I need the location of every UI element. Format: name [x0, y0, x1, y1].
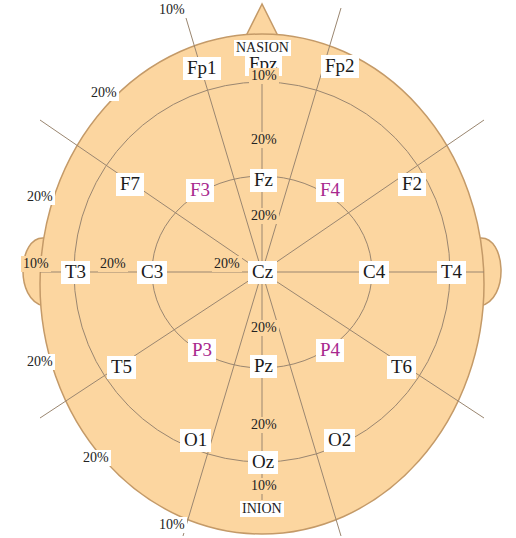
electrode-box: P4 — [316, 339, 344, 362]
distance-label: 20% — [249, 320, 279, 336]
electrode-label: O2 — [328, 429, 351, 450]
electrode-label: Oz — [252, 451, 274, 472]
electrode-box: Fp1 — [183, 57, 221, 80]
radial-lines — [40, 8, 484, 536]
electrode-label: F4 — [320, 179, 340, 200]
electrode-label: Pz — [254, 355, 273, 376]
electrode-label: C4 — [363, 261, 385, 282]
distance-label: 20% — [249, 208, 279, 224]
distance-label: INION — [240, 501, 284, 517]
electrode-box: Fz — [250, 169, 277, 192]
distance-label: 20% — [212, 256, 242, 272]
electrode-box: O2 — [324, 429, 355, 452]
electrode-box: F2 — [398, 173, 426, 196]
electrode-label: O1 — [184, 429, 207, 450]
electrode-box: T3 — [61, 261, 90, 284]
electrode-box: O1 — [180, 429, 211, 452]
head-outline — [40, 34, 484, 534]
electrode-box: Fp2 — [321, 55, 359, 78]
electrode-box: P3 — [188, 339, 216, 362]
electrode-label: F7 — [120, 173, 140, 194]
distance-label: 10% — [157, 2, 187, 18]
electrode-box: T6 — [387, 356, 416, 379]
distance-label: 10% — [249, 68, 279, 84]
electrode-label: T4 — [441, 261, 462, 282]
distance-label: NASION — [234, 40, 291, 56]
distance-label: 10% — [157, 517, 187, 533]
electrode-label: Fp1 — [187, 57, 217, 78]
electrode-label: T6 — [391, 356, 412, 377]
electrode-label: F3 — [190, 179, 210, 200]
distance-label: 10% — [21, 256, 51, 272]
electrode-box: F7 — [116, 173, 144, 196]
distance-label: 20% — [81, 450, 111, 466]
electrode-box: F4 — [316, 179, 344, 202]
distance-label: 20% — [98, 256, 128, 272]
electrode-label: Fz — [254, 169, 273, 190]
electrode-box: Cz — [248, 261, 277, 284]
electrode-label: T3 — [65, 261, 86, 282]
electrode-label: P3 — [192, 339, 212, 360]
electrode-box: Pz — [250, 355, 277, 378]
electrode-box: T4 — [437, 261, 466, 284]
electrode-box: F3 — [186, 179, 214, 202]
electrode-box: Oz — [248, 451, 278, 474]
electrode-label: F2 — [402, 173, 422, 194]
electrode-box: C4 — [359, 261, 389, 284]
electrode-label: T5 — [111, 356, 132, 377]
electrode-label: C3 — [141, 261, 163, 282]
distance-label: 10% — [249, 478, 279, 494]
distance-label: 20% — [25, 189, 55, 205]
distance-label: 20% — [249, 132, 279, 148]
distance-label: 20% — [25, 354, 55, 370]
electrode-box: C3 — [137, 261, 167, 284]
electrode-label: Fp2 — [325, 55, 355, 76]
electrode-label: Cz — [252, 261, 273, 282]
distance-label: 20% — [249, 417, 279, 433]
nose — [246, 4, 278, 36]
distance-label: 20% — [89, 85, 119, 101]
electrode-label: P4 — [320, 339, 340, 360]
electrode-box: T5 — [107, 356, 136, 379]
